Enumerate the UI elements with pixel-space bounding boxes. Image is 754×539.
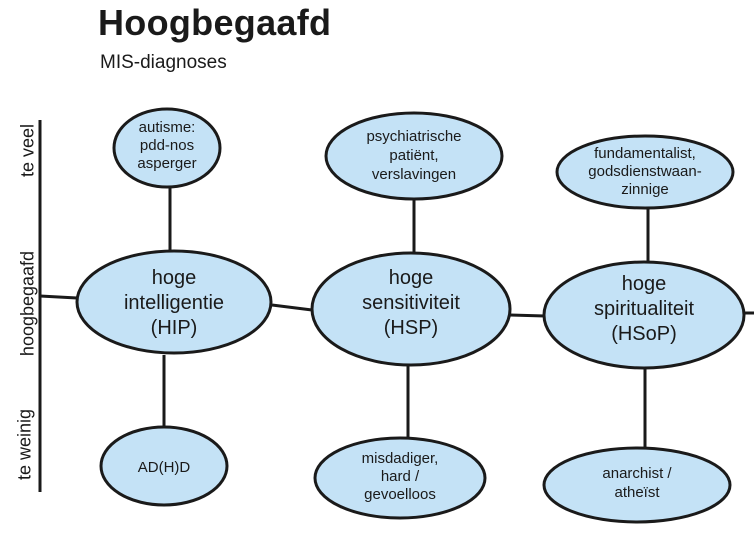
node-adhd: AD(H)D (99, 425, 229, 507)
svg-text:misdadiger,hard /gevoelloos: misdadiger,hard /gevoelloos (362, 450, 439, 503)
connector-axis-to-node-1 (39, 294, 78, 300)
page-title: Hoogbegaafd (98, 2, 332, 43)
node-misdadiger: misdadiger,hard /gevoelloos (313, 436, 487, 520)
svg-text:fundamentalist,godsdienstwaan-: fundamentalist,godsdienstwaan-zinnige (588, 145, 701, 198)
connector-node-2-to-node-3 (509, 313, 546, 318)
page-subtitle: MIS-diagnoses (100, 52, 227, 73)
node-fundamentalist: fundamentalist,godsdienstwaan-zinnige (555, 134, 735, 210)
node-anarchist: anarchist /atheïst (542, 446, 732, 524)
svg-text:AD(H)D: AD(H)D (138, 459, 191, 476)
connector-node-1-to-node-2 (271, 303, 313, 312)
svg-text:anarchist /atheïst: anarchist /atheïst (602, 465, 672, 501)
